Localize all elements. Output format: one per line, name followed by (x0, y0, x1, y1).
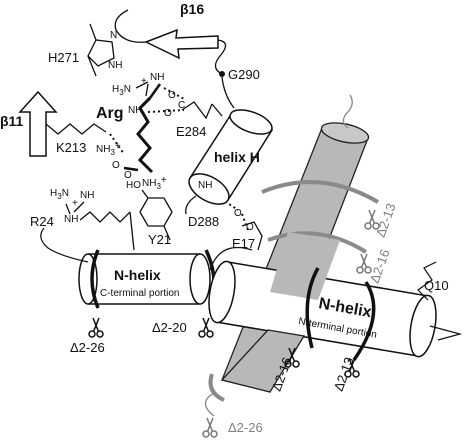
gray-arc-1 (261, 180, 380, 204)
svg-text:HO: HO (126, 180, 141, 191)
svg-text:NH3+: NH3+ (142, 175, 167, 191)
svg-text:E284: E284 (176, 124, 206, 139)
loop-left-tail (40, 227, 89, 263)
svg-text:E17: E17 (232, 236, 255, 251)
svg-text:NH: NH (198, 180, 212, 191)
svg-text:β16: β16 (180, 1, 204, 17)
gray-arc-3 (208, 373, 225, 402)
svg-text:O: O (112, 160, 120, 171)
cut-arc-right-1 (305, 267, 320, 349)
loop-q10 (417, 261, 437, 301)
gray-arc-2 (267, 231, 368, 254)
loop-top-left (114, 9, 147, 43)
svg-text:K213: K213 (56, 140, 86, 155)
arg-label: Arg (96, 105, 124, 122)
arg-stub (140, 96, 152, 108)
label-d2-13-top: Δ2-13 (373, 201, 399, 239)
label-d2-16-top: Δ2-16 (367, 247, 393, 285)
svg-text:C: C (178, 100, 185, 111)
arg-chain (136, 96, 154, 174)
svg-text:N-helix: N-helix (114, 267, 161, 283)
q10-label: Q10 (424, 278, 449, 293)
loop-helix-d288 (185, 195, 197, 215)
beta16-arrow: β16 (144, 1, 219, 60)
cut-arc-right-2 (352, 281, 376, 361)
svg-text:NH: NH (80, 190, 94, 201)
e17-residue: O O E17 (232, 208, 263, 251)
loop-g290-helix (221, 76, 235, 109)
gray-tail-top (342, 94, 353, 129)
svg-text:R24: R24 (30, 214, 54, 229)
svg-text:H3N: H3N (112, 84, 131, 97)
label-d2-26-bottom: Δ2-26 (228, 420, 263, 435)
scissors-icon (88, 317, 104, 338)
scissors-icon (356, 253, 372, 274)
cut-arc-left (90, 249, 100, 309)
svg-text:H271: H271 (48, 50, 79, 65)
k213-chain (45, 123, 107, 135)
arg-carboxylate: O O NH3+ (112, 160, 167, 191)
gray-helix-lower (220, 329, 306, 393)
label-d2-26-left: Δ2-26 (70, 340, 105, 355)
svg-text:C-terminal portion: C-terminal portion (100, 288, 179, 299)
gray-tail (204, 391, 217, 417)
loop-beta16-g290 (214, 39, 227, 75)
svg-text:D288: D288 (188, 214, 219, 229)
beta11-arrow: β11 (0, 90, 58, 157)
svg-text:+: + (141, 76, 147, 87)
svg-text:O: O (168, 90, 176, 101)
h271-residue: H271 N NH (48, 23, 122, 77)
svg-text:G290: G290 (228, 67, 260, 82)
svg-text:O: O (124, 170, 132, 181)
svg-text:NH: NH (64, 214, 78, 225)
loop-right-tail (429, 325, 463, 341)
svg-text:N: N (110, 30, 117, 41)
y21-residue: HO Y21 (126, 180, 173, 247)
n-helix-c-terminal: N-helix C-terminal portion (78, 253, 211, 305)
scissors-icon (202, 417, 218, 438)
helix-h: helix H NH (188, 109, 274, 205)
loop-left-connector (209, 246, 253, 271)
r24-residue: H3N NH + NH R24 (30, 188, 135, 251)
svg-text:NH: NH (108, 60, 122, 71)
svg-text:β11: β11 (0, 113, 24, 129)
svg-text:O: O (164, 108, 172, 119)
svg-text:NH: NH (128, 105, 142, 116)
svg-text:helix H: helix H (214, 149, 260, 165)
svg-text:H3N: H3N (50, 188, 69, 201)
gray-helix-upper-front (270, 232, 340, 300)
svg-text:O: O (234, 208, 242, 219)
label-d2-20: Δ2-20 (152, 320, 187, 335)
g290-dot (219, 71, 225, 77)
svg-text:NH3+: NH3+ (96, 141, 121, 157)
svg-text:O: O (246, 222, 254, 233)
svg-text:+: + (72, 198, 78, 209)
e284-residue: O C O E284 (164, 90, 223, 139)
svg-text:NH: NH (150, 72, 164, 83)
arg-guanidinium: H3N NH + (112, 72, 164, 99)
scissors-icon (198, 317, 214, 338)
svg-text:Y21: Y21 (148, 232, 171, 247)
